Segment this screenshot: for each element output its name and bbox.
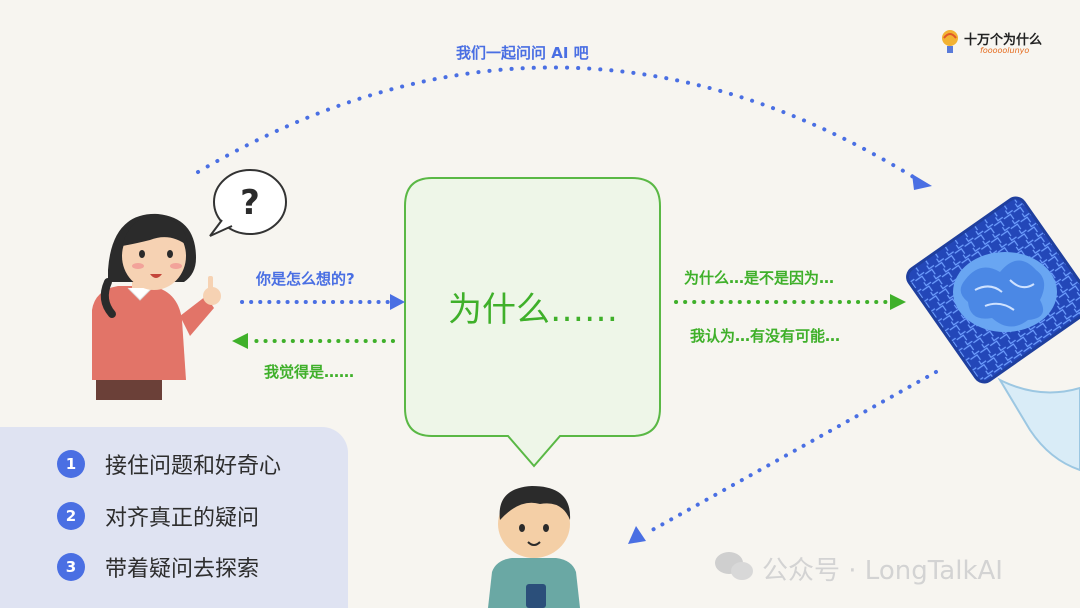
return-arrowhead	[628, 526, 646, 544]
woman-illustration	[92, 213, 221, 400]
step-text: 对齐真正的疑问	[105, 506, 260, 531]
watermark: 公众号 · LongTalkAI	[762, 556, 1003, 586]
step-item: 3 带着疑问去探索	[57, 552, 259, 582]
step-number-badge: 3	[57, 553, 85, 581]
logo-bulb-icon	[942, 30, 958, 53]
brand-logo: 十万个为什么 fooooolunyo	[940, 26, 1060, 62]
bubble-text: 为什么……	[448, 290, 618, 330]
step-item: 1 接住问题和好奇心	[57, 449, 281, 479]
question-mark: ?	[240, 183, 260, 223]
reply-arrowhead	[232, 333, 248, 349]
ai-label-top: 为什么…是不是因为…	[684, 269, 835, 287]
speech-bubble	[404, 177, 661, 468]
step-number-badge: 1	[57, 450, 85, 478]
ai-arrowhead	[890, 294, 906, 310]
steps-panel: 1 接住问题和好奇心 2 对齐真正的疑问 3 带着疑问去探索	[0, 427, 348, 608]
step-text: 带着疑问去探索	[105, 557, 260, 582]
thought-bubble	[209, 169, 287, 237]
logo-subtitle: fooooolunyo	[980, 46, 1030, 55]
top-arc-arrow	[196, 65, 917, 180]
top-arc-arrowhead	[912, 174, 932, 190]
return-arrow-line	[643, 370, 938, 536]
ai-label-bottom: 我认为…有没有可能…	[690, 327, 841, 345]
ai-brain-illustration	[906, 196, 1080, 472]
step-item: 2 对齐真正的疑问	[57, 501, 259, 531]
top-arc-label: 我们一起问问 AI 吧	[456, 44, 589, 62]
reply-label: 我觉得是……	[264, 363, 355, 381]
child-illustration	[488, 486, 580, 608]
step-text: 接住问题和好奇心	[105, 454, 282, 479]
step-number-badge: 2	[57, 502, 85, 530]
wechat-icon	[715, 552, 753, 580]
ask-arrowhead	[390, 294, 405, 310]
ask-label: 你是怎么想的?	[256, 270, 355, 288]
logo-title: 十万个为什么	[964, 33, 1043, 48]
